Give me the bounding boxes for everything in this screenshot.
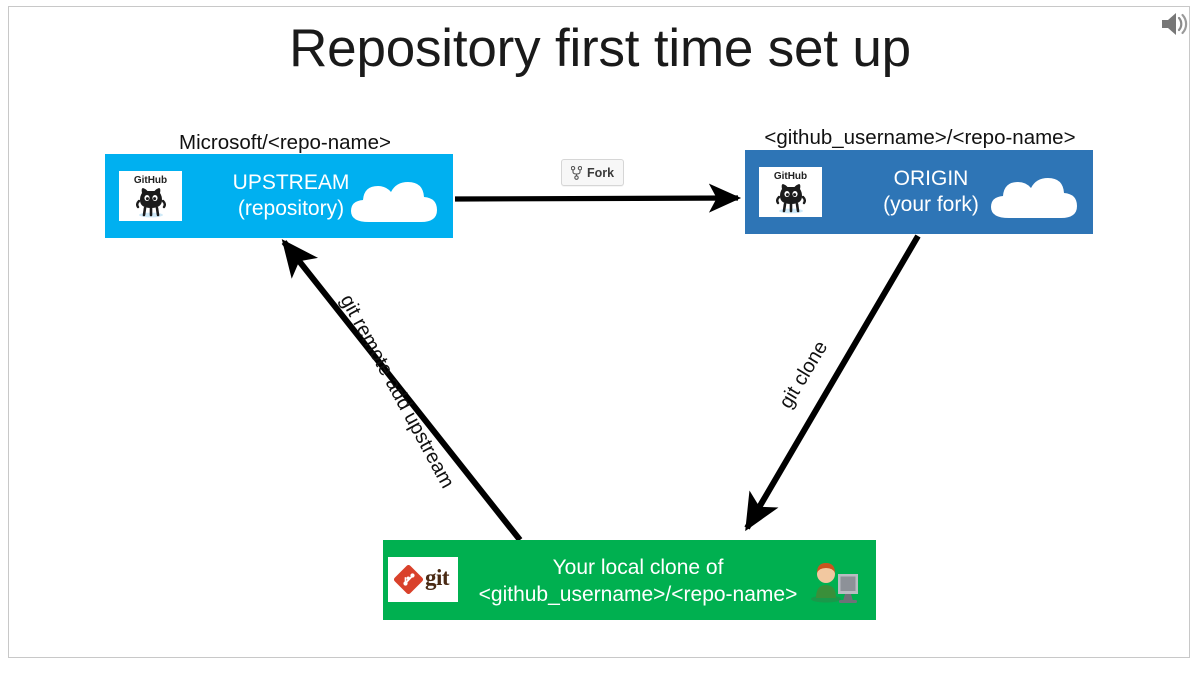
github-logo-wordmark: GitHub bbox=[773, 171, 808, 182]
person-at-computer-icon bbox=[811, 563, 858, 603]
upstream-box[interactable]: GitHub UPSTREAM (repository) bbox=[105, 154, 453, 238]
local-clone-label: Your local clone of <github_username>/<r… bbox=[473, 554, 803, 608]
origin-caption: <github_username>/<repo-name> bbox=[764, 126, 1076, 149]
fork-branch-icon bbox=[571, 165, 582, 180]
origin-label-line2: (your fork) bbox=[883, 193, 979, 216]
cloud-icon bbox=[991, 178, 1077, 218]
upstream-label: UPSTREAM (repository) bbox=[201, 170, 381, 222]
github-logo-icon: GitHub bbox=[119, 171, 182, 221]
local-clone-box[interactable]: git Your local clone of <github_username… bbox=[383, 540, 876, 620]
fork-button[interactable]: Fork bbox=[561, 159, 625, 186]
github-logo-icon: GitHub bbox=[759, 167, 822, 217]
git-logo-icon: git bbox=[388, 557, 458, 602]
origin-box[interactable]: GitHub ORIGIN (your fork) bbox=[745, 150, 1093, 234]
git-diamond-icon bbox=[394, 565, 423, 594]
octocat-icon bbox=[136, 188, 166, 218]
git-logo-wordmark: git bbox=[425, 565, 450, 590]
origin-label-line1: ORIGIN bbox=[893, 167, 969, 190]
speaker-icon[interactable] bbox=[1156, 8, 1190, 40]
cloud-icon bbox=[351, 182, 437, 222]
upstream-label-line2: (repository) bbox=[237, 197, 345, 220]
local-clone-label-line1: Your local clone of bbox=[552, 556, 724, 579]
github-logo-wordmark: GitHub bbox=[133, 175, 168, 186]
fork-button-label: Fork bbox=[587, 165, 615, 180]
page-title: Repository first time set up bbox=[289, 19, 911, 78]
octocat-icon bbox=[776, 184, 806, 214]
local-clone-label-line2: <github_username>/<repo-name> bbox=[478, 583, 798, 606]
edge-label-git-clone: git clone bbox=[775, 337, 833, 413]
upstream-caption: Microsoft/<repo-name> bbox=[179, 131, 391, 154]
upstream-label-line1: UPSTREAM bbox=[232, 171, 350, 194]
edge-label-remote-add: git remote add upstream bbox=[335, 291, 459, 493]
origin-label: ORIGIN (your fork) bbox=[841, 166, 1021, 218]
